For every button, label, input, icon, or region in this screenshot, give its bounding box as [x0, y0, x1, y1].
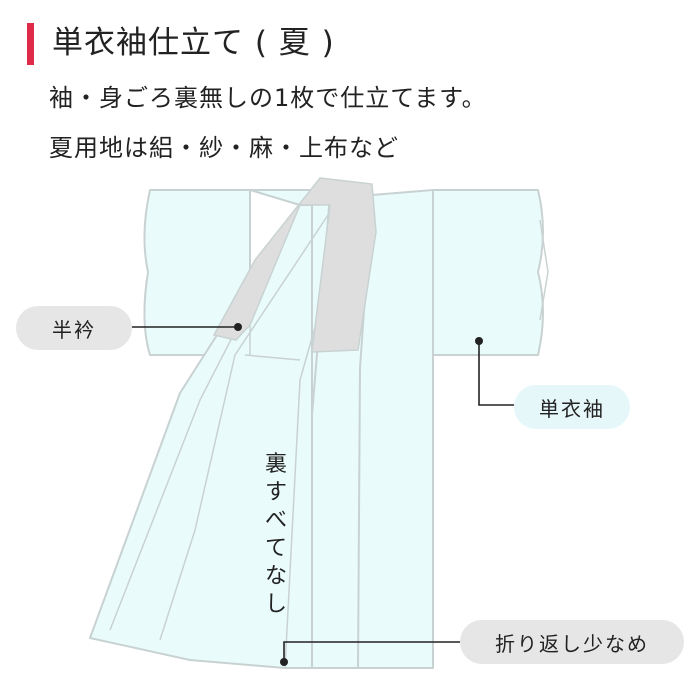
- description-line-1: 袖・身ごろ裏無しの1枚で仕立てます。: [49, 84, 487, 112]
- ori-leader: [283, 641, 460, 662]
- hitoe-sode-label: 単衣袖: [539, 396, 605, 421]
- orikaeshi-label: 折り返し少なめ: [495, 631, 649, 656]
- han-eri-label: 半衿: [52, 317, 96, 342]
- orikaeshi-pill: 折り返し少なめ: [460, 620, 684, 664]
- hitoe-sode-pill: 単衣袖: [514, 385, 630, 429]
- collar: [212, 177, 377, 353]
- ura-nashi-label: 裏すべてなし: [264, 452, 287, 617]
- han-eri-pill: 半衿: [16, 306, 132, 350]
- page-title: 単衣袖仕立て ( 夏 ): [52, 25, 335, 61]
- left-sleeve: [143, 189, 251, 356]
- title-accent-bar: [27, 23, 34, 65]
- description-line-2: 夏用地は絽・紗・麻・上布など: [49, 134, 399, 162]
- right-sleeve: [432, 189, 544, 356]
- sode-leader: [478, 341, 514, 406]
